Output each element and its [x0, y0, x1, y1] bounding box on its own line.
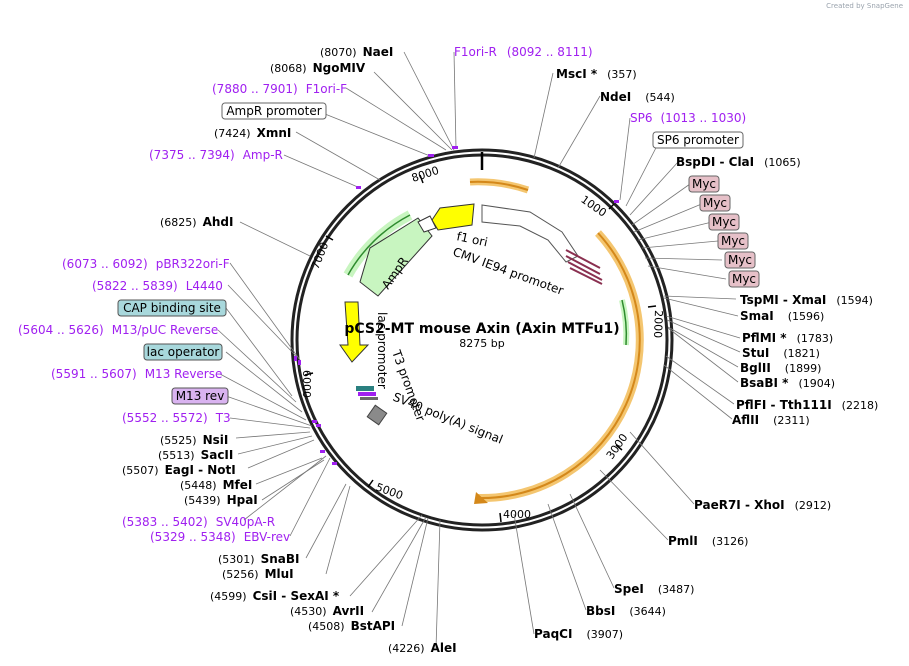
svg-text:AmpR promoter: AmpR promoter	[226, 104, 321, 118]
enzyme-ndei[interactable]: NdeI(544)	[600, 90, 675, 104]
svg-text:Myc: Myc	[712, 215, 736, 229]
primer-m13-puc-reverse[interactable]: (5604 .. 5626)M13/pUC Reverse	[18, 323, 218, 337]
backbone-outer-ring	[290, 148, 674, 532]
orf-arrowhead	[474, 492, 488, 504]
primer-amp-r[interactable]: (7375 .. 7394)Amp-R	[149, 148, 283, 162]
f1-ori-small	[417, 215, 437, 233]
svg-text:Myc: Myc	[728, 253, 752, 267]
primer-ebv-rev[interactable]: (5329 .. 5348)EBV-rev	[150, 530, 290, 544]
enzyme-smai[interactable]: SmaI(1596)	[740, 309, 824, 323]
box-m13-rev[interactable]: M13 rev	[171, 387, 229, 405]
enzyme-bstapi[interactable]: (4508)BstAPI	[308, 619, 395, 633]
enzyme-ngomiv[interactable]: (8068)NgoMIV	[270, 61, 366, 75]
svg-text:CAP binding site: CAP binding site	[123, 301, 221, 315]
primer-pbr322ori-f[interactable]: (6073 .. 6092)pBR322ori-F	[62, 257, 230, 271]
tick-2000: 2000	[651, 310, 665, 338]
enzyme-naei[interactable]: (8070)NaeI	[320, 45, 393, 59]
enzyme-aflii[interactable]: AflII(2311)	[732, 413, 810, 427]
primer-f1ori-r[interactable]: F1ori-R(8092 .. 8111)	[454, 45, 593, 59]
enzyme-bbsi[interactable]: BbsI(3644)	[586, 604, 666, 618]
primer-t3[interactable]: (5552 .. 5572)T3	[122, 411, 231, 425]
enzyme-sacii[interactable]: (5513)SacII	[158, 448, 233, 462]
enzyme-pmli[interactable]: PmlI(3126)	[668, 534, 748, 548]
tick-7000: 7000	[309, 240, 332, 271]
box-myc-6[interactable]: Myc	[728, 270, 760, 288]
svg-text:Myc: Myc	[732, 272, 756, 286]
enzyme-stui[interactable]: StuI(1821)	[742, 346, 820, 360]
enzyme-tspmi-xmai[interactable]: TspMI - XmaI(1594)	[740, 293, 873, 307]
map-length: 8275 bp	[459, 337, 504, 350]
ampr-feature	[359, 217, 433, 297]
ampr-arc-core	[347, 214, 411, 276]
tick-6000: 6000	[300, 370, 313, 398]
primer-markers	[294, 146, 619, 465]
sv40-label: SV40 poly(A) signal	[391, 390, 505, 447]
tick-4000: 4000	[503, 508, 531, 521]
box-myc-5[interactable]: Myc	[724, 251, 756, 269]
box-myc-3[interactable]: Myc	[708, 213, 740, 231]
t3-lac-cluster	[356, 386, 378, 400]
lac-promoter-label: lac promoter	[375, 312, 389, 389]
snapgene-credit: Created by SnapGene	[826, 2, 903, 10]
box-myc-1[interactable]: Myc	[688, 175, 720, 193]
green-inner-arc-core	[621, 299, 628, 346]
f1-ori-feature	[431, 203, 475, 231]
f1-ori-label: f1 ori	[455, 229, 489, 249]
enzyme-mfei[interactable]: (5448)MfeI	[180, 478, 252, 492]
cmv-promoter-feature	[481, 204, 579, 263]
sv40-feature	[366, 404, 388, 426]
primer-l4440[interactable]: (5822 .. 5839)L4440	[92, 279, 223, 293]
box-myc-2[interactable]: Myc	[699, 194, 731, 212]
svg-text:lac operator: lac operator	[147, 345, 220, 359]
enzyme-nsii[interactable]: (5525)NsiI	[160, 433, 228, 447]
svg-text:SP6 promoter: SP6 promoter	[657, 133, 739, 147]
enzyme-msci[interactable]: MscI *(357)	[556, 67, 637, 81]
enzyme-bglii[interactable]: BglII(1899)	[740, 361, 821, 375]
enzyme-snabi[interactable]: (5301)SnaBI	[218, 552, 299, 566]
map-title: pCS2-MT mouse Axin (Axin MTFu1)	[344, 321, 619, 337]
box-cap-binding-site[interactable]: CAP binding site	[117, 299, 227, 317]
tick-1000: 1000	[578, 193, 608, 220]
cmv-label: CMV IE94 promoter	[451, 245, 565, 298]
enzyme-mlui[interactable]: (5256)MluI	[222, 567, 294, 581]
enzyme-xmni[interactable]: (7424)XmnI	[214, 126, 291, 140]
top-orange-arc-core	[469, 180, 529, 191]
enzyme-bsabi[interactable]: BsaBI *(1904)	[740, 376, 835, 390]
box-myc-4[interactable]: Myc	[717, 232, 749, 250]
enzyme-bspdi-clai[interactable]: BspDI - ClaI(1065)	[676, 155, 801, 169]
enzyme-csii-sexai[interactable]: (4599)CsiI - SexAI *	[210, 589, 340, 603]
svg-text:Myc: Myc	[692, 177, 716, 191]
box-lac-operator[interactable]: lac operator	[143, 343, 223, 361]
lac-promoter-feature	[339, 301, 370, 363]
enzyme-ahdi[interactable]: (6825)AhdI	[160, 215, 233, 229]
primer-sp6[interactable]: SP6(1013 .. 1030)	[630, 111, 746, 125]
enzyme-avrii[interactable]: (4530)AvrII	[290, 604, 364, 618]
enzyme-paer7i-xhoi[interactable]: PaeR7I - XhoI(2912)	[694, 498, 831, 512]
primer-sv40pa-r[interactable]: (5383 .. 5402)SV40pA-R	[122, 515, 275, 529]
enzyme-paqci[interactable]: PaqCI(3907)	[534, 627, 623, 641]
enzyme-spei[interactable]: SpeI(3487)	[614, 582, 694, 596]
scale-ticks	[304, 174, 657, 523]
enzyme-pflmi[interactable]: PflMI *(1783)	[742, 331, 833, 345]
primer-m13-reverse[interactable]: (5591 .. 5607)M13 Reverse	[51, 367, 222, 381]
leader-lines	[217, 51, 741, 649]
box-sp6-promoter[interactable]: SP6 promoter	[652, 131, 744, 149]
enzyme-pflfi-tth111i[interactable]: PflFI - Tth111I(2218)	[736, 398, 878, 412]
orf-arc-core	[477, 232, 641, 500]
primer-f1ori-f[interactable]: (7880 .. 7901)F1ori-F	[212, 82, 347, 96]
enzyme-eagi-noti[interactable]: (5507)EagI - NotI	[122, 463, 236, 477]
enzyme-hpai[interactable]: (5439)HpaI	[184, 493, 258, 507]
enzyme-alei[interactable]: (4226)AleI	[388, 641, 457, 655]
svg-text:Myc: Myc	[703, 196, 727, 210]
myc-cluster	[565, 249, 603, 285]
box-ampr-promoter[interactable]: AmpR promoter	[221, 102, 327, 120]
svg-text:M13 rev: M13 rev	[176, 389, 225, 403]
svg-text:Myc: Myc	[721, 234, 745, 248]
